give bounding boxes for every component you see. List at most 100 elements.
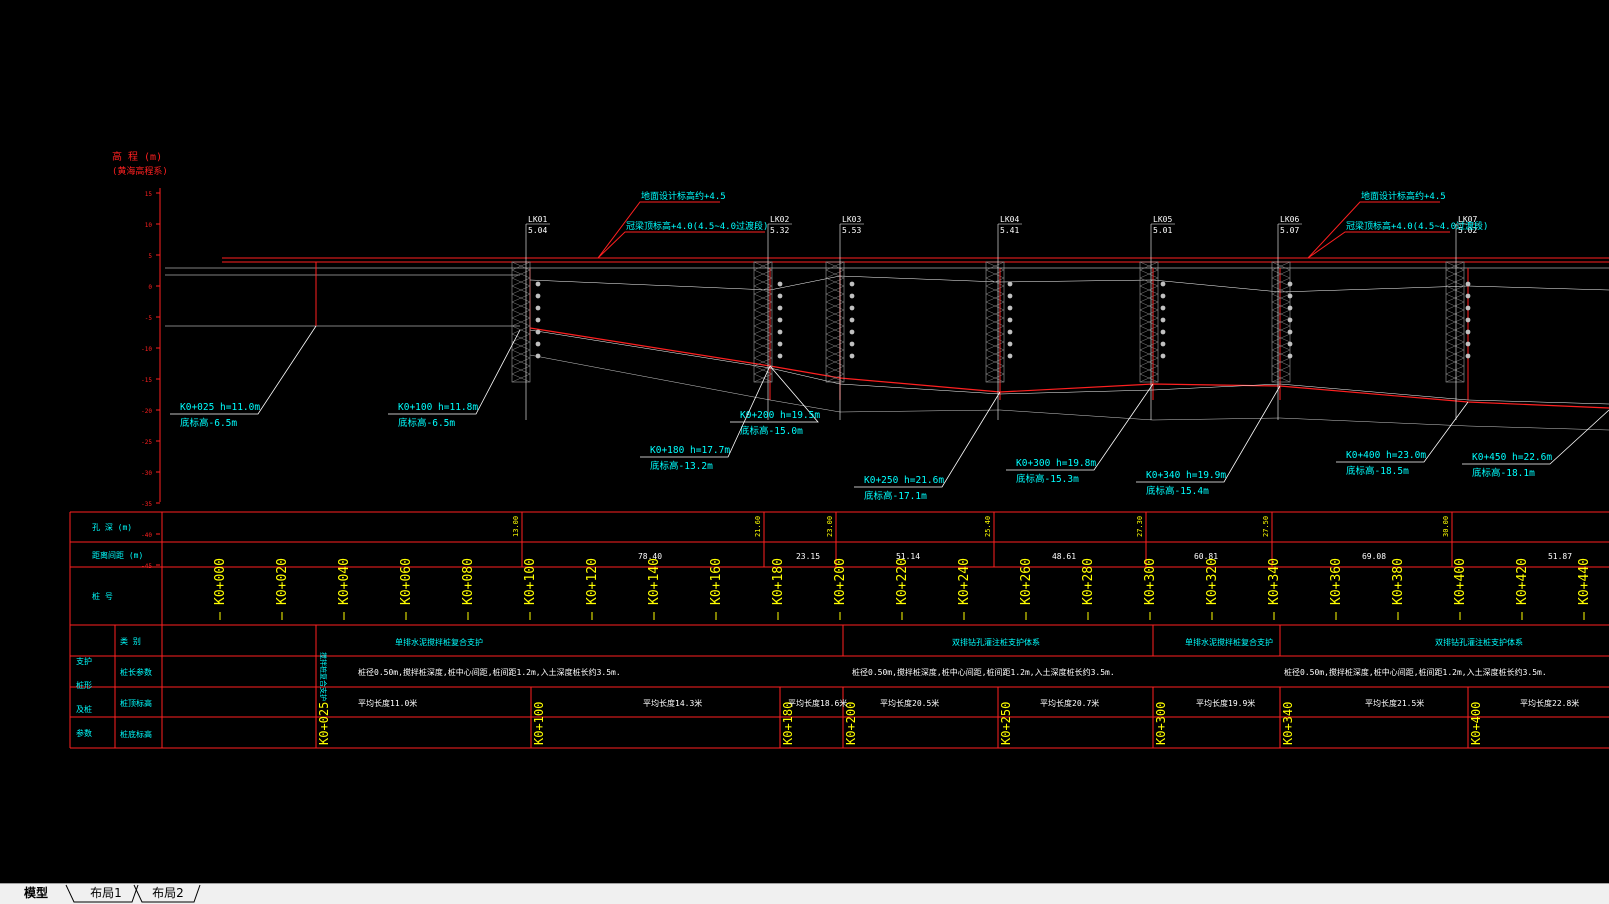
axis-tick-label: -30: [141, 470, 152, 477]
callout-station: K0+200 h=19.5m: [740, 410, 820, 421]
callout-station: K0+100 h=11.8m: [398, 402, 478, 413]
borehole-id: LK07: [1458, 215, 1477, 224]
axis-tick-label: -25: [141, 439, 152, 446]
spacing-value: 78.40: [638, 552, 662, 561]
drawing-canvas[interactable]: 高 程 (m) (黄海高程系) 151050-5-10-15-20-25-30-…: [0, 0, 1609, 883]
row-label-spacing: 距离间距 (m): [92, 550, 143, 560]
depth-value: 27.30: [1136, 516, 1144, 537]
spt-marker: [1287, 341, 1293, 347]
borehole-labels: LK015.04LK025.32LK035.53LK045.41LK055.01…: [525, 215, 1480, 420]
pile-callout: K0+100 h=11.8m 底标高-6.5m: [388, 329, 521, 429]
callout-station: K0+300 h=19.8m: [1016, 458, 1096, 469]
callout-bottom-elevation: 底标高-18.5m: [1346, 465, 1409, 477]
borehole-lk03: LK03 5.53: [839, 215, 864, 420]
spt-marker: [849, 353, 855, 359]
spt-marker: [1465, 317, 1471, 323]
spt-marker: [1465, 293, 1471, 299]
axis-tick-label: -15: [141, 377, 152, 384]
row-label-s2: 桩长参数: [120, 667, 152, 677]
station-label: K0+020: [275, 558, 290, 605]
callout-station: K0+250 h=21.6m: [864, 475, 944, 486]
spt-marker: [1160, 305, 1166, 311]
spt-marker: [535, 353, 541, 359]
spt-marker: [1007, 293, 1013, 299]
callout-station: K0+025 h=11.0m: [180, 402, 260, 413]
support-category: 单排水泥搅拌桩复合支护: [395, 637, 483, 647]
station-label: K0+180: [771, 558, 786, 605]
support-category: 双排钻孔灌注桩支护体系: [1435, 637, 1523, 647]
borehole-elevation: 5.53: [842, 226, 861, 235]
station-label: K0+120: [585, 558, 600, 605]
spt-marker: [849, 305, 855, 311]
average-length: 平均长度21.5米: [1365, 698, 1424, 708]
spt-marker: [535, 341, 541, 347]
spt-marker: [1465, 353, 1471, 359]
spt-marker: [535, 281, 541, 287]
pile-parameter: 桩径0.50m,搅拌桩深度,桩中心间距,桩间距1.2m,入土深度桩长约3.5m.: [358, 667, 621, 677]
hatch-column: [1445, 261, 1465, 383]
station-label: K0+280: [1081, 558, 1096, 605]
station-label: K0+080: [461, 558, 476, 605]
pile-parameter: 桩径0.50m,搅拌桩深度,桩中心间距,桩间距1.2m,入土深度桩长约3.5m.: [852, 667, 1115, 677]
bottom-station-label: K0+250: [999, 702, 1013, 745]
row-label-support: 及桩: [76, 704, 92, 714]
tab-model[interactable]: 模型: [23, 886, 48, 900]
bottom-station-label: K0+180: [781, 702, 795, 745]
axis-title: 高 程 (m): [112, 150, 162, 163]
hatch-column: [985, 261, 1005, 383]
spt-marker: [777, 293, 783, 299]
callout-bottom-elevation: 底标高-6.5m: [398, 417, 455, 429]
bottom-station-label: K0+340: [1281, 702, 1295, 745]
average-length: 平均长度11.0米: [358, 698, 417, 708]
note-1: 地面设计标高约+4.5: [641, 190, 726, 202]
row-label-s1: 类 别: [120, 636, 141, 646]
hatch-column: [1271, 261, 1291, 383]
tab-layout1[interactable]: 布局1: [90, 886, 122, 900]
row-label-station: 桩 号: [92, 591, 113, 601]
row-label-s4: 桩底标高: [120, 729, 152, 739]
spt-marker: [1160, 341, 1166, 347]
callout-station: K0+180 h=17.7m: [650, 445, 730, 456]
spt-marker: [1287, 329, 1293, 335]
axis-tick-label: 15: [145, 191, 153, 198]
borehole-elevation: 5.02: [1458, 226, 1477, 235]
spt-marker: [777, 305, 783, 311]
depth-value: 13.00: [512, 516, 520, 537]
station-label: K0+260: [1019, 558, 1034, 605]
station-label: K0+200: [833, 558, 848, 605]
borehole-elevation: 5.32: [770, 226, 789, 235]
design-notes: 地面设计标高约+4.5 冠梁顶标高+4.0(4.5~4.0过渡段) 地面设计标高…: [597, 190, 1488, 259]
hatch-column: [825, 261, 845, 383]
row-label-depth: 孔 深 (m): [92, 523, 132, 532]
borehole-id: LK01: [528, 215, 547, 224]
callout-bottom-elevation: 底标高-13.2m: [650, 460, 713, 472]
spt-marker: [1007, 317, 1013, 323]
bottom-station-label: K0+025: [317, 702, 331, 745]
spt-marker: [1007, 341, 1013, 347]
average-length: 平均长度20.7米: [1040, 698, 1099, 708]
spacing-value: 69.08: [1362, 552, 1386, 561]
station-label: K0+420: [1515, 558, 1530, 605]
layout-tab-bar: 模型 布局1 布局2: [0, 883, 1609, 904]
tab-layout2[interactable]: 布局2: [152, 886, 184, 900]
spt-marker: [1287, 305, 1293, 311]
spt-marker: [1287, 293, 1293, 299]
spt-marker: [1465, 281, 1471, 287]
borehole-id: LK02: [770, 215, 789, 224]
depth-value: 30.00: [1442, 516, 1450, 537]
borehole-elevation: 5.41: [1000, 226, 1019, 235]
average-length: 平均长度19.9米: [1196, 698, 1255, 708]
axis-tick-label: 5: [148, 253, 152, 260]
elevation-axis: 高 程 (m) (黄海高程系) 151050-5-10-15-20-25-30-…: [112, 150, 168, 570]
spt-marker: [1007, 281, 1013, 287]
hatch-column: [1139, 261, 1159, 383]
borehole-lk02: LK02 5.32: [767, 215, 792, 420]
borehole-id: LK03: [842, 215, 861, 224]
station-label: K0+060: [399, 558, 414, 605]
callout-bottom-elevation: 底标高-18.1m: [1472, 467, 1535, 479]
spacing-value: 60.81: [1194, 552, 1218, 561]
